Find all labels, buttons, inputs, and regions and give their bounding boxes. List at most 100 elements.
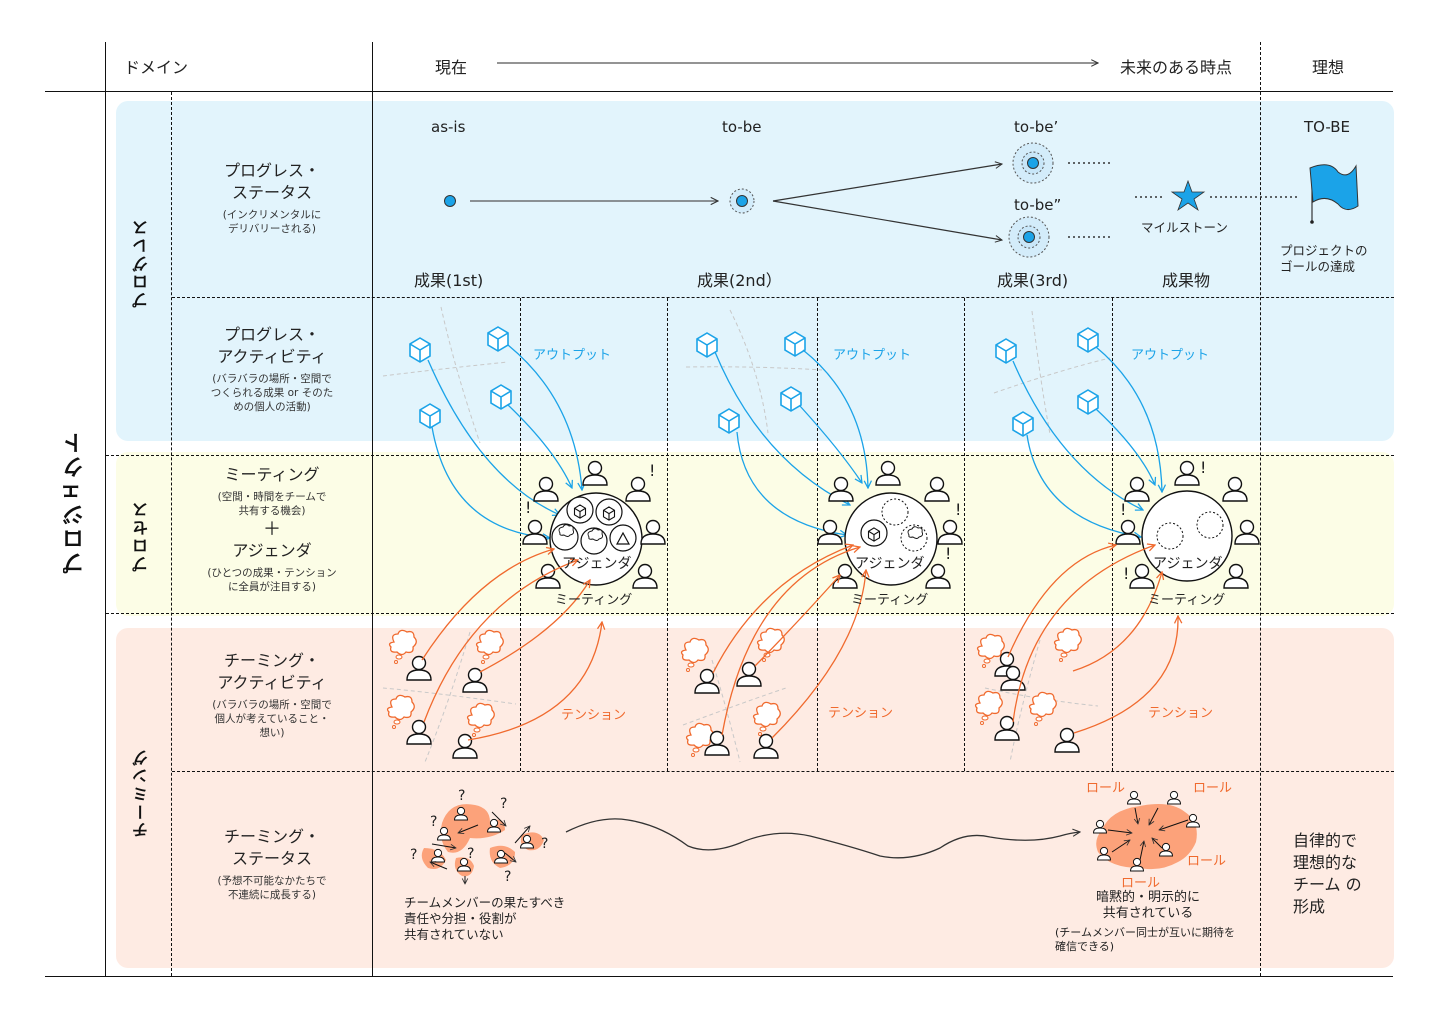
cube-icon bbox=[1077, 327, 1099, 353]
meeting-label: ミーティング bbox=[1148, 593, 1226, 608]
meeting-2 bbox=[844, 492, 938, 586]
person-icon bbox=[925, 563, 951, 589]
person-icon bbox=[1167, 790, 1181, 805]
branch-arrow-dprime bbox=[772, 200, 1002, 240]
question-mark: ? bbox=[504, 869, 512, 885]
domain-title: プログレス・ アクティビティ bbox=[217, 325, 327, 366]
domain-progress-status: プログレス・ ステータス (インクリメンタルに デリバリーされる) bbox=[172, 160, 372, 236]
thought-cloud-icon bbox=[388, 629, 417, 665]
tension-label: テンション bbox=[561, 708, 627, 723]
output-label: アウトプット bbox=[1131, 348, 1210, 363]
domain-title: ミーティング bbox=[224, 465, 320, 484]
cube-icon bbox=[784, 331, 806, 357]
person-icon bbox=[1127, 790, 1141, 805]
progress-band bbox=[116, 101, 1394, 441]
domain-subtitle: (バラバラの場所・空間で つくられる成果 or そのた めの個人の活動) bbox=[210, 373, 334, 413]
cubes bbox=[409, 326, 1099, 437]
meeting-label: ミーティング bbox=[851, 593, 929, 608]
to-be-target-icon bbox=[729, 188, 755, 214]
domain-meeting-agenda: ミーティング (空間・時間をチームで 共有する機会) ＋ アジェンダ (ひとつの… bbox=[172, 464, 372, 594]
person-icon bbox=[832, 563, 858, 589]
result-1-label: 成果(1st) bbox=[414, 271, 484, 290]
to-be-dprime-label: to-be” bbox=[1014, 196, 1062, 214]
person-icon bbox=[406, 719, 432, 745]
triangle-icon bbox=[615, 531, 631, 545]
person-icon bbox=[462, 667, 488, 693]
cube-icon bbox=[487, 326, 509, 352]
team-after-text: 暗黙的・明示的に 共有されている bbox=[1095, 890, 1200, 921]
to-be-prime-label: to-be’ bbox=[1014, 118, 1059, 136]
thought-cloud-icon bbox=[558, 524, 575, 537]
header-future: 未来のある時点 bbox=[1120, 58, 1233, 77]
domain-teaming-activity: チーミング・ アクティビティ (バラバラの場所・空間で 個人が考えていること・ … bbox=[172, 650, 372, 740]
question-mark: ? bbox=[458, 788, 466, 804]
domain-subtitle: (バラバラの場所・空間で 個人が考えていること・ 想い) bbox=[212, 699, 332, 739]
goal-label: プロジェクトの ゴールの達成 bbox=[1280, 243, 1368, 274]
team-before-cluster bbox=[421, 804, 544, 884]
cube-icon bbox=[602, 506, 616, 521]
to-be-label: to-be bbox=[722, 118, 762, 136]
person-icon bbox=[1124, 476, 1150, 502]
to-be-dprime-target-icon bbox=[1008, 216, 1050, 258]
cube-icon bbox=[573, 504, 587, 519]
person-icon bbox=[694, 668, 720, 694]
cube-icon bbox=[696, 332, 718, 358]
domain-subtitle: (インクリメンタルに デリバリーされる) bbox=[222, 209, 322, 235]
cube-icon bbox=[1077, 389, 1099, 415]
agenda-circle bbox=[1141, 490, 1233, 582]
thought-cloud-icon bbox=[587, 528, 604, 541]
cube-icon bbox=[409, 337, 431, 363]
exclamation-mark: ! bbox=[525, 498, 532, 517]
person-icon bbox=[828, 476, 854, 502]
person-icon bbox=[753, 733, 779, 759]
question-mark: ? bbox=[430, 814, 438, 830]
result-2-label: 成果(2nd） bbox=[697, 271, 782, 290]
to-be-prime-target-icon bbox=[1012, 142, 1054, 184]
result-3-label: 成果(3rd) bbox=[997, 271, 1069, 290]
person-icon bbox=[640, 519, 666, 545]
header-ideal: 理想 bbox=[1312, 58, 1345, 77]
grid-line bbox=[172, 297, 1394, 298]
output-label: アウトプット bbox=[833, 348, 912, 363]
exclamation-mark: ! bbox=[1200, 458, 1207, 477]
domain-teaming-status: チーミング・ ステータス (予想不可能なかたちで 不連続に成長する) bbox=[172, 826, 372, 902]
thought-cloud-icon bbox=[475, 629, 504, 665]
person-icon bbox=[1234, 519, 1260, 545]
domain-title: プログレス・ ステータス bbox=[223, 161, 320, 202]
role-label: ロール bbox=[1086, 781, 1126, 796]
thought-cloud-icon bbox=[974, 690, 1003, 726]
goal-flag-icon bbox=[1309, 164, 1359, 224]
teaming-activity-icons bbox=[386, 627, 1082, 759]
grid-line bbox=[106, 455, 1394, 456]
thought-cloud-icon bbox=[907, 526, 924, 539]
person-icon bbox=[1222, 476, 1248, 502]
partition-lines bbox=[382, 306, 1111, 763]
person-icon bbox=[994, 715, 1020, 741]
exclamation-mark: ! bbox=[1120, 500, 1127, 519]
grid-line bbox=[171, 92, 172, 976]
grid-line bbox=[45, 976, 1393, 977]
person-icon bbox=[1174, 460, 1200, 486]
grid-line bbox=[45, 91, 1393, 92]
person-icon bbox=[817, 519, 843, 545]
header-domain: ドメイン bbox=[124, 58, 189, 77]
team-before-text: チームメンバーの果たすべき 責任や分担・役割が 共有されていない bbox=[404, 895, 566, 942]
domain-title: チーミング・ ステータス bbox=[223, 827, 320, 868]
thought-cloud-icon bbox=[1028, 691, 1057, 727]
domain-progress-activity: プログレス・ アクティビティ (バラバラの場所・空間で つくられる成果 or そ… bbox=[172, 324, 372, 414]
cube-icon bbox=[1012, 411, 1034, 437]
role-label: ロール bbox=[1187, 854, 1227, 869]
person-icon bbox=[406, 655, 432, 681]
question-mark: ? bbox=[467, 846, 475, 862]
team-after-subtext: (チームメンバー同士が互いに期待を 確信できる) bbox=[1055, 926, 1235, 953]
thought-cloud-icon bbox=[1053, 627, 1082, 663]
cube-icon bbox=[780, 386, 802, 412]
tension-label: テンション bbox=[1148, 706, 1214, 721]
thought-cloud-icon bbox=[756, 627, 785, 663]
grid-line bbox=[667, 298, 668, 771]
grid-line bbox=[105, 42, 106, 976]
milestone-label: マイルストーン bbox=[1141, 220, 1228, 235]
grid-line bbox=[106, 613, 1394, 614]
question-mark: ? bbox=[500, 796, 508, 812]
grid-line bbox=[964, 298, 965, 771]
